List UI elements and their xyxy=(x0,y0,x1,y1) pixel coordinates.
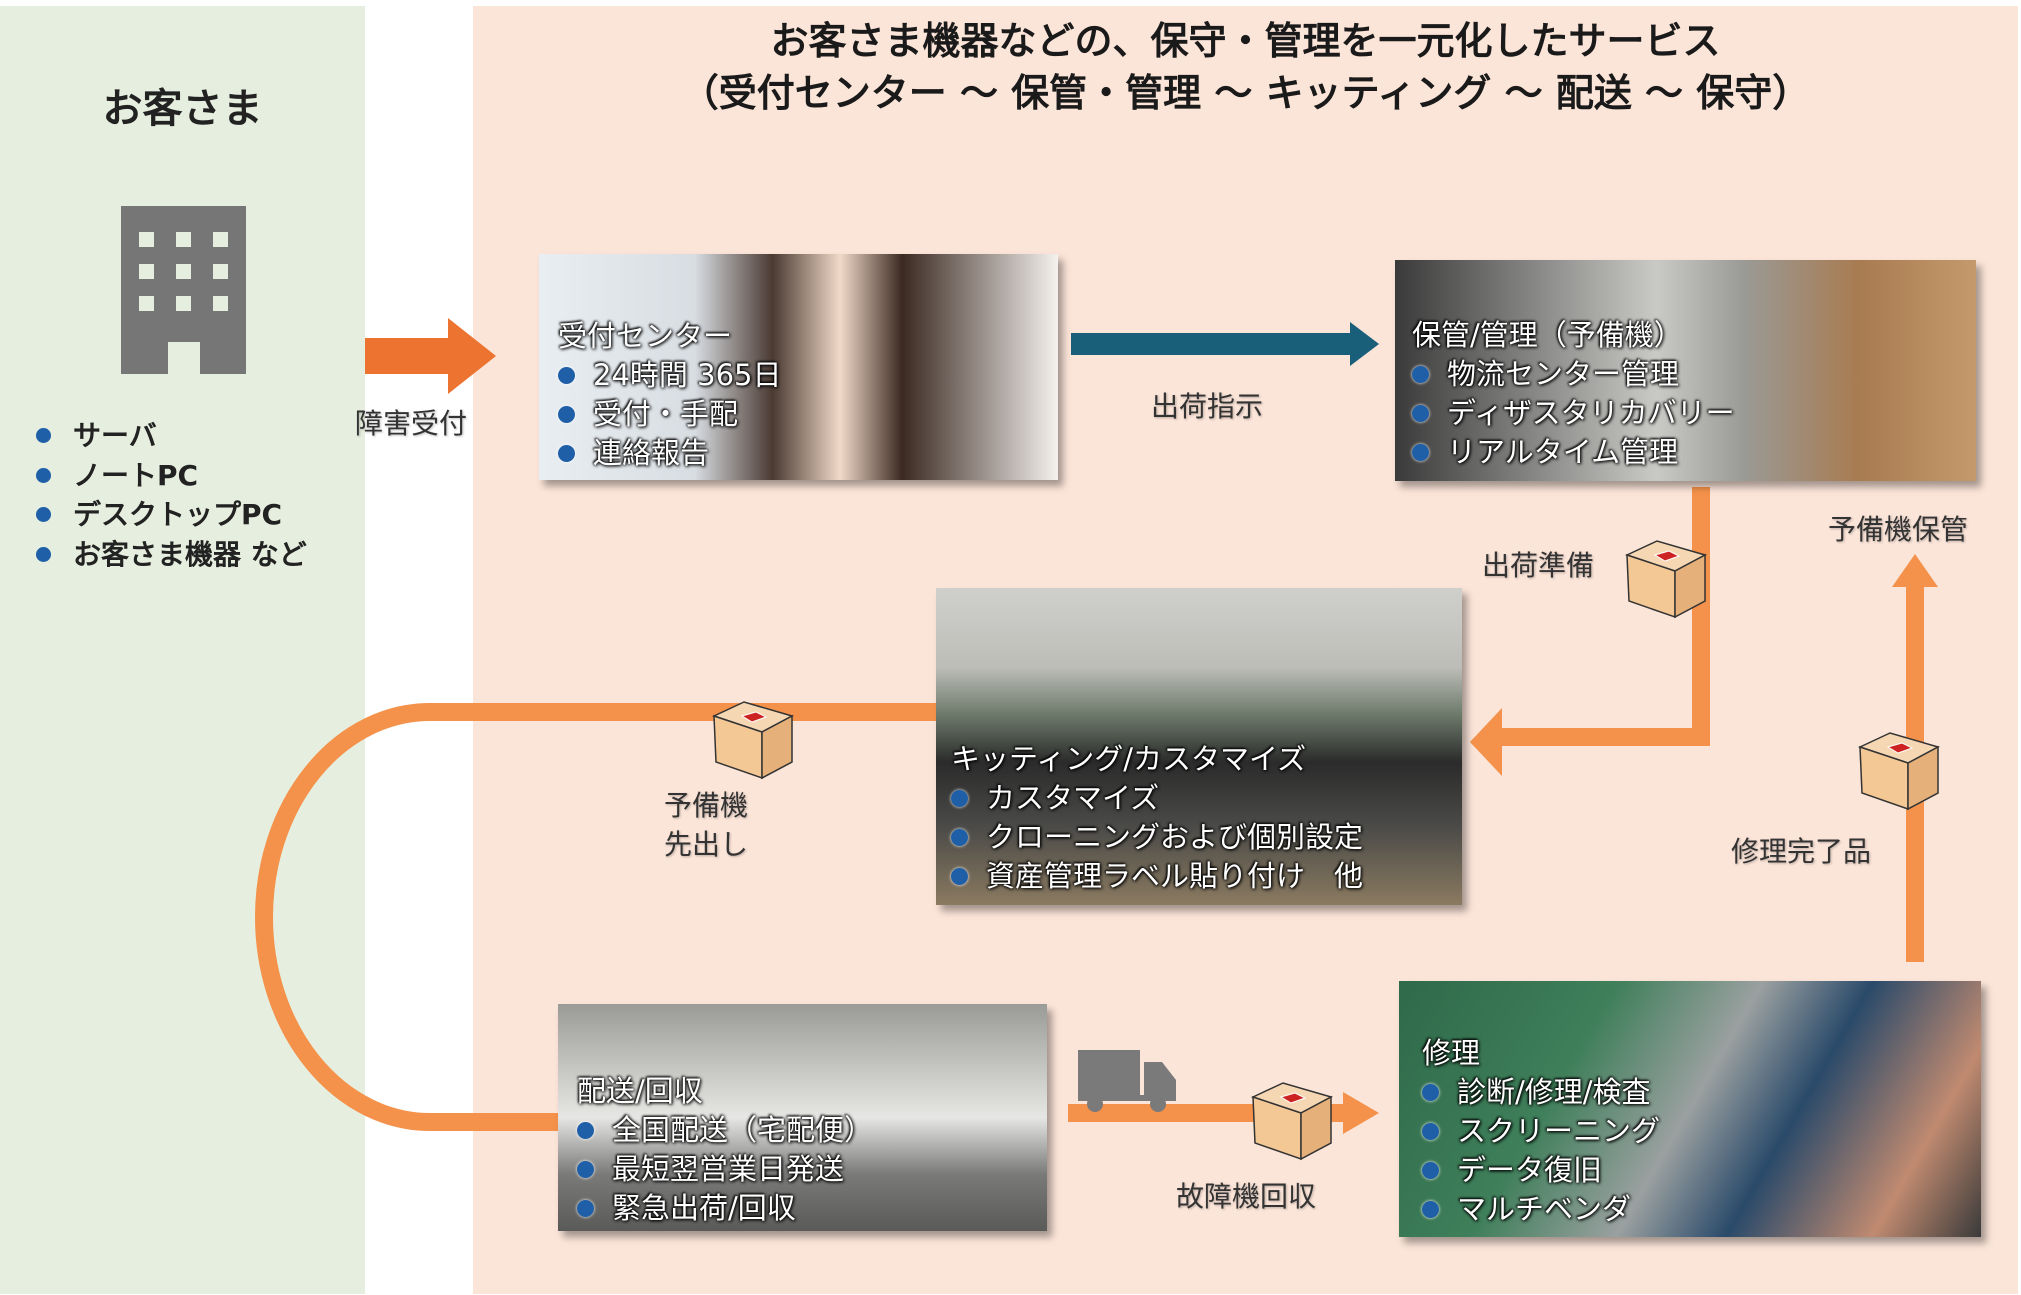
stage-title: 受付センター xyxy=(558,319,733,353)
stage-item: リアルタイム管理 xyxy=(1412,433,1735,472)
ship-order-label: 出荷指示 xyxy=(1151,390,1264,423)
bullet-icon xyxy=(951,868,968,885)
spare-advance-label-2: 先出し xyxy=(664,828,749,861)
stage-item: 24時間 365日 xyxy=(558,356,781,395)
ship-prep-arrowhead xyxy=(1470,708,1502,776)
box-icon xyxy=(713,701,793,779)
bullet-icon xyxy=(558,445,575,462)
repaired-label: 修理完了品 xyxy=(1731,835,1872,868)
storage-photo: 保管/管理（予備機） 物流センター管理 ディザスタリカバリー リアルタイム管理 xyxy=(1395,260,1976,481)
stage-item: 全国配送（宅配便） xyxy=(577,1111,873,1150)
bullet-icon xyxy=(1412,444,1429,461)
bullet-icon xyxy=(951,790,968,807)
bullet-icon xyxy=(558,406,575,423)
stage-title: 修理 xyxy=(1422,1036,1481,1070)
box-icon xyxy=(1626,540,1706,618)
building-icon xyxy=(121,206,246,374)
building-windows xyxy=(139,232,228,374)
bullet-icon xyxy=(1422,1123,1439,1140)
bullet-icon xyxy=(1422,1084,1439,1101)
bullet-icon xyxy=(1412,366,1429,383)
box-icon xyxy=(1252,1082,1332,1160)
stage-item: 資産管理ラベル貼り付け 他 xyxy=(951,857,1363,896)
device-item: サーバ xyxy=(36,416,307,456)
bullet-icon xyxy=(36,546,51,562)
stage-title: キッティング/カスタマイズ xyxy=(951,742,1307,776)
bullet-icon xyxy=(577,1161,594,1178)
bullet-icon xyxy=(558,367,575,384)
stage-title: 配送/回収 xyxy=(577,1074,703,1108)
box-icon xyxy=(1859,732,1939,810)
device-item: デスクトップPC xyxy=(36,495,307,535)
faulty-return-label: 故障機回収 xyxy=(1176,1180,1317,1213)
bullet-icon xyxy=(1412,405,1429,422)
kitting-photo: キッティング/カスタマイズ カスタマイズ クローニングおよび個別設定 資産管理ラ… xyxy=(936,588,1462,905)
delivery-text: 配送/回収 全国配送（宅配便） 最短翌営業日発送 緊急出荷/回収 xyxy=(577,1072,873,1228)
stage-title: 保管/管理（予備機） xyxy=(1412,318,1683,352)
truck-icon xyxy=(1078,1050,1176,1112)
reception-center-text: 受付センター 24時間 365日 受付・手配 連絡報告 xyxy=(558,317,781,473)
bullet-icon xyxy=(36,467,51,483)
bullet-icon xyxy=(577,1200,594,1217)
repaired-arrowhead xyxy=(1892,554,1938,587)
bullet-icon xyxy=(577,1122,594,1139)
stage-item: 診断/修理/検査 xyxy=(1422,1073,1660,1112)
incident-label: 障害受付 xyxy=(355,407,468,440)
stage-item: クローニングおよび個別設定 xyxy=(951,818,1363,857)
incident-arrow xyxy=(365,318,496,394)
storage-text: 保管/管理（予備機） 物流センター管理 ディザスタリカバリー リアルタイム管理 xyxy=(1412,316,1735,472)
reception-center-photo: 受付センター 24時間 365日 受付・手配 連絡報告 xyxy=(539,254,1058,480)
spare-advance-label-1: 予備機 xyxy=(664,789,749,822)
delivery-photo: 配送/回収 全国配送（宅配便） 最短翌営業日発送 緊急出荷/回収 xyxy=(558,1004,1047,1231)
stage-item: 緊急出荷/回収 xyxy=(577,1189,873,1228)
device-item: ノートPC xyxy=(36,456,307,496)
ship-prep-label: 出荷準備 xyxy=(1482,549,1595,582)
device-list: サーバ ノートPC デスクトップPC お客さま機器 など xyxy=(36,416,307,574)
stage-item: カスタマイズ xyxy=(951,779,1363,818)
device-item: お客さま機器 など xyxy=(36,535,307,575)
stage-item: データ復旧 xyxy=(1422,1151,1660,1190)
stage-item: 連絡報告 xyxy=(558,434,781,473)
repair-text: 修理 診断/修理/検査 スクリーニング データ復旧 マルチベンダ xyxy=(1422,1034,1660,1229)
faulty-return-arrowhead xyxy=(1343,1092,1379,1134)
kitting-text: キッティング/カスタマイズ カスタマイズ クローニングおよび個別設定 資産管理ラ… xyxy=(951,740,1363,896)
bullet-icon xyxy=(1422,1162,1439,1179)
stage-item: 受付・手配 xyxy=(558,395,781,434)
repair-photo: 修理 診断/修理/検査 スクリーニング データ復旧 マルチベンダ xyxy=(1399,981,1981,1237)
stage-item: 最短翌営業日発送 xyxy=(577,1150,873,1189)
page-subtitle: （受付センター 〜 保管・管理 〜 キッティング 〜 配送 〜 保守） xyxy=(680,71,1811,115)
stage-item: スクリーニング xyxy=(1422,1112,1660,1151)
stage-item: マルチベンダ xyxy=(1422,1190,1660,1229)
page-title: お客さま機器などの、保守・管理を一元化したサービス xyxy=(770,19,1721,63)
spare-storage-label: 予備機保管 xyxy=(1828,513,1969,546)
bullet-icon xyxy=(1422,1201,1439,1218)
stage-item: ディザスタリカバリー xyxy=(1412,394,1735,433)
bullet-icon xyxy=(36,507,51,523)
bullet-icon xyxy=(36,428,51,444)
bullet-icon xyxy=(951,829,968,846)
customer-title: お客さま xyxy=(102,86,263,132)
ship-order-arrow xyxy=(1071,322,1379,366)
spare-advance-loop xyxy=(255,703,936,1131)
stage-item: 物流センター管理 xyxy=(1412,355,1735,394)
